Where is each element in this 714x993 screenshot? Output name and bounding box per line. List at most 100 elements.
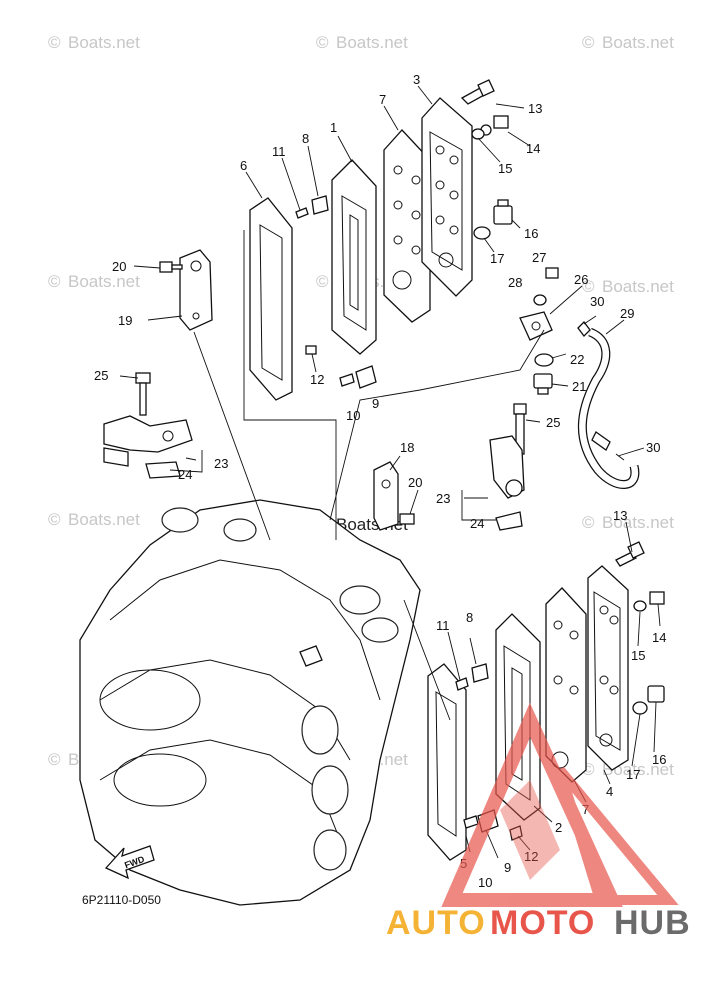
brand-part-2: MOTO bbox=[490, 904, 595, 942]
callout-17: 17 bbox=[490, 251, 504, 266]
hose-clip-30 bbox=[577, 321, 625, 461]
drawing-code: 6P21110-D050 bbox=[82, 893, 161, 907]
callout-2-lower: 2 bbox=[555, 820, 562, 835]
gasket-7 bbox=[383, 129, 431, 323]
outer-cover-3 bbox=[421, 97, 473, 297]
washer-28 bbox=[533, 294, 547, 306]
screw-11 bbox=[295, 207, 309, 219]
svg-text:Boats.net: Boats.net bbox=[602, 33, 674, 52]
svg-text:Boats.net: Boats.net bbox=[68, 510, 140, 529]
callout-17-lower: 17 bbox=[626, 767, 640, 782]
lower-cover-assembly bbox=[427, 541, 665, 861]
plug-16 bbox=[493, 199, 513, 225]
callout-15: 15 bbox=[498, 161, 512, 176]
gasket-6 bbox=[249, 197, 293, 401]
callout-25a: 25 bbox=[94, 368, 108, 383]
callout-23b: 23 bbox=[436, 491, 450, 506]
callout-6: 6 bbox=[240, 158, 247, 173]
watermark: ©Boats.net bbox=[316, 33, 408, 52]
callout-30a: 30 bbox=[590, 294, 604, 309]
clamp-9 bbox=[355, 365, 377, 389]
bracket-8 bbox=[311, 195, 329, 215]
callout-8: 8 bbox=[302, 131, 309, 146]
callout-3: 3 bbox=[413, 72, 420, 87]
bolt-27 bbox=[545, 267, 559, 279]
callout-10: 10 bbox=[346, 408, 360, 423]
svg-text:©: © bbox=[582, 33, 595, 52]
gasket-7-lower bbox=[545, 587, 587, 783]
cover-plate-1 bbox=[331, 159, 377, 355]
callouts: 1 3 6 7 8 11 12 9 10 13 14 15 16 17 18 1… bbox=[94, 72, 666, 890]
callout-21: 21 bbox=[572, 379, 586, 394]
svg-text:Boats.net: Boats.net bbox=[602, 277, 674, 296]
svg-text:©: © bbox=[48, 750, 61, 769]
bolt-14-lower bbox=[649, 591, 665, 605]
callout-22: 22 bbox=[570, 352, 584, 367]
bolt-14 bbox=[480, 115, 509, 136]
svg-text:©: © bbox=[316, 33, 329, 52]
callout-8-lower: 8 bbox=[466, 610, 473, 625]
washer-17 bbox=[473, 226, 491, 240]
callout-20a: 20 bbox=[112, 259, 126, 274]
callout-9: 9 bbox=[372, 396, 379, 411]
callout-24a: 24 bbox=[178, 467, 192, 482]
plug-21 bbox=[533, 373, 553, 395]
watermark: © Boats.net bbox=[48, 33, 140, 52]
callout-7: 7 bbox=[379, 92, 386, 107]
callout-13-lower: 13 bbox=[613, 508, 627, 523]
callout-28: 28 bbox=[508, 275, 522, 290]
svg-text:©: © bbox=[582, 513, 595, 532]
bracket-19 bbox=[179, 249, 213, 331]
callout-26: 26 bbox=[574, 272, 588, 287]
pin-12 bbox=[305, 345, 317, 355]
brand-triangle bbox=[441, 702, 679, 907]
gasket-24-left bbox=[145, 461, 181, 479]
callout-11: 11 bbox=[272, 144, 286, 159]
bolt-20 bbox=[159, 261, 183, 273]
washer-15 bbox=[471, 128, 485, 140]
washer-17-lower bbox=[632, 701, 648, 715]
callout-29: 29 bbox=[620, 306, 634, 321]
watermark: © Boats.net bbox=[582, 513, 674, 532]
leader-lines bbox=[119, 85, 661, 859]
watermark: © Boats.net bbox=[582, 33, 674, 52]
callout-4-lower: 4 bbox=[606, 784, 613, 799]
brand-part-3: HUB bbox=[614, 904, 691, 942]
watermark: © Boats.net bbox=[48, 272, 140, 291]
washer-22 bbox=[534, 353, 554, 367]
watermark: © Boats.net bbox=[582, 277, 674, 296]
svg-text:Boats.net: Boats.net bbox=[602, 513, 674, 532]
callout-25b: 25 bbox=[546, 415, 560, 430]
outer-cover-4 bbox=[587, 565, 629, 771]
bolt-20-right bbox=[399, 513, 415, 525]
svg-text:©: © bbox=[582, 277, 595, 296]
callout-12-lower: 12 bbox=[524, 849, 538, 864]
svg-text:©: © bbox=[48, 33, 61, 52]
callout-27: 27 bbox=[532, 250, 546, 265]
callout-15-lower: 15 bbox=[631, 648, 645, 663]
svg-text:©: © bbox=[48, 510, 61, 529]
brand-part-1: AUTO bbox=[386, 904, 486, 942]
callout-16-lower: 16 bbox=[652, 752, 666, 767]
svg-text:Boats.net: Boats.net bbox=[68, 272, 140, 291]
callout-12: 12 bbox=[310, 372, 324, 387]
washer-15-lower bbox=[633, 600, 647, 612]
callout-9-lower: 9 bbox=[504, 860, 511, 875]
callout-10-lower: 10 bbox=[478, 875, 492, 890]
screw-11-lower bbox=[455, 677, 469, 691]
plug-16-lower bbox=[647, 685, 665, 703]
bolt-13 bbox=[460, 79, 495, 105]
callout-14-lower: 14 bbox=[652, 630, 666, 645]
svg-text:©: © bbox=[48, 272, 61, 291]
svg-text:Boats.net: Boats.net bbox=[68, 33, 140, 52]
bracket-18 bbox=[373, 461, 399, 531]
hose-29 bbox=[577, 327, 640, 489]
fitting-26 bbox=[519, 311, 553, 341]
gasket-24-right bbox=[495, 511, 523, 531]
gasket-5 bbox=[427, 663, 467, 861]
callout-11-lower: 11 bbox=[436, 618, 450, 633]
callout-23a: 23 bbox=[214, 456, 228, 471]
callout-16: 16 bbox=[524, 226, 538, 241]
engine-block bbox=[79, 499, 421, 906]
